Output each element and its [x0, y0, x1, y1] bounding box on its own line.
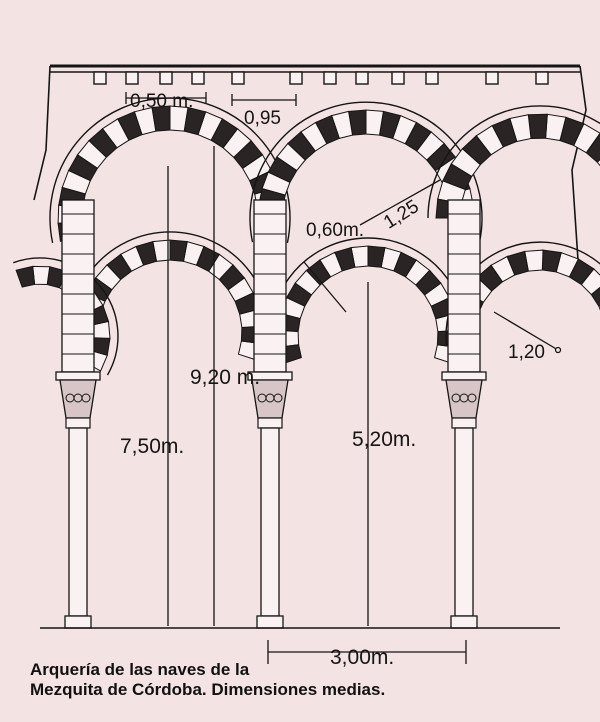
- corbel: [323, 71, 337, 85]
- corbel: [485, 71, 499, 85]
- column-base: [450, 615, 478, 629]
- voussoir: [15, 265, 36, 288]
- caption-line-1: Arquería de las naves de la: [30, 660, 250, 679]
- column-shaft: [260, 427, 280, 617]
- pier-shaft: [61, 199, 95, 373]
- dim-lower-arch-height-left: 7,50m.: [120, 435, 184, 458]
- dim-upper-voussoir: 0,60m.: [306, 220, 364, 241]
- piers-and-columns: [55, 199, 487, 629]
- arch-moulding: [427, 105, 600, 219]
- corbel: [231, 71, 245, 85]
- dimension-lines: [125, 92, 562, 664]
- pier-shaft: [447, 199, 481, 373]
- corbel: [191, 71, 205, 85]
- dim-line-voussoir: [303, 261, 347, 313]
- capital-ornament: [273, 393, 283, 403]
- corbel: [535, 71, 549, 85]
- column-astragal: [65, 417, 91, 429]
- dim-lower-arch-height-center: 5,20m.: [352, 428, 416, 451]
- caption-line-2: Mezquita de Córdoba. Dimensiones medias.: [30, 680, 386, 699]
- pier-center: [247, 199, 293, 629]
- column-base: [256, 615, 284, 629]
- arch-moulding: [249, 101, 483, 243]
- dim-upper-arch-height: 9,20 m.: [190, 366, 260, 389]
- voussoir: [527, 113, 548, 140]
- capital-ornament: [467, 393, 477, 403]
- impost: [55, 371, 101, 381]
- dim-lower-arch-depth: 1,20: [508, 342, 545, 363]
- dim-corbel-width: 0,50 m.: [130, 91, 193, 112]
- corbel: [355, 71, 369, 85]
- dim-line-lower-arch-depth: [493, 311, 559, 351]
- column-astragal: [257, 417, 283, 429]
- voussoir: [590, 286, 600, 307]
- corbel: [391, 71, 405, 85]
- column-capital: [445, 379, 483, 419]
- column-shaft: [68, 427, 88, 617]
- column-capital: [59, 379, 97, 419]
- corbel: [125, 71, 139, 85]
- corbel: [159, 71, 173, 85]
- pier-left: [55, 199, 101, 629]
- voussoir: [32, 265, 51, 286]
- figure-caption: Arquería de las naves de la Mezquita de …: [30, 660, 570, 700]
- corbel: [93, 71, 107, 85]
- column-astragal: [451, 417, 477, 429]
- dim-line-upper-arch-depth: [359, 179, 441, 226]
- voussoir: [585, 132, 600, 163]
- capital-ornament: [81, 393, 91, 403]
- dimension-labels: 0,50 m. 0,95 0,60m. 1,25 1,20 9,20 m. 7,…: [120, 91, 545, 669]
- pier-right: [441, 199, 487, 629]
- column-shaft: [454, 427, 474, 617]
- cornice-corbels: [93, 71, 549, 85]
- column-base: [64, 615, 92, 629]
- arch-moulding: [13, 257, 119, 376]
- corbel: [425, 71, 439, 85]
- corbel: [289, 71, 303, 85]
- impost: [441, 371, 487, 381]
- dim-column-spacing: 3,00m.: [330, 646, 394, 669]
- pier-shaft: [253, 199, 287, 373]
- dim-corbel-spacing: 0,95: [244, 108, 281, 129]
- voussoir: [596, 158, 600, 167]
